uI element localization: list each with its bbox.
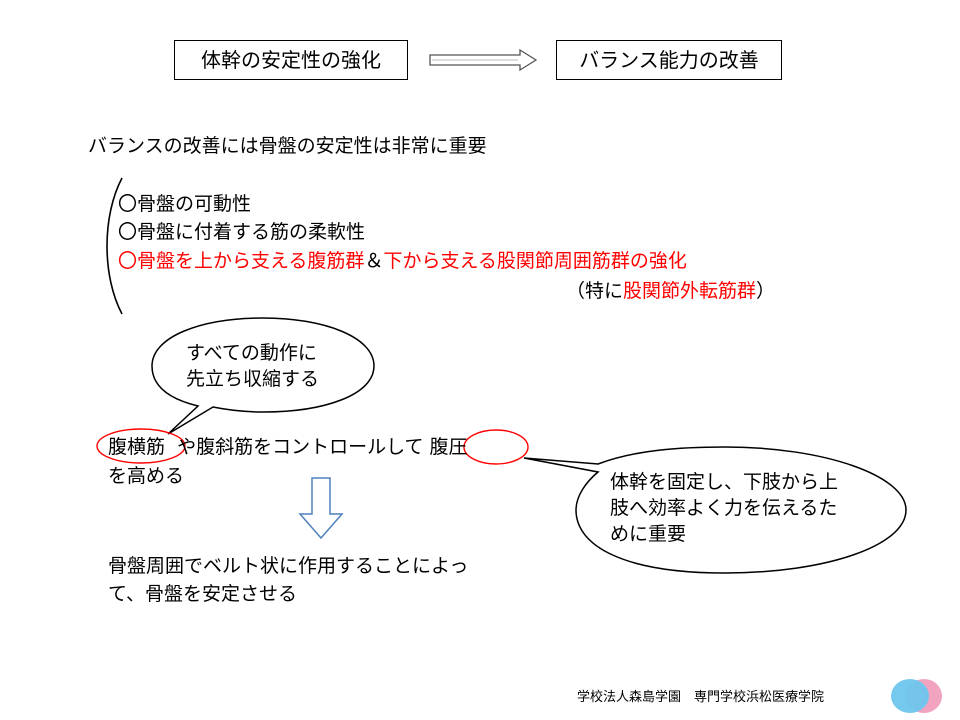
- right-bubble-text: 体幹を固定し、下肢から上 肢へ効率よく力を伝えるた めに重要: [610, 469, 838, 547]
- ampersand: ＆: [364, 250, 384, 272]
- school-logo: [891, 679, 942, 713]
- box-balance-improvement-label: バランス能力の改善: [579, 48, 759, 72]
- list-item-strengthening: 〇骨盤を上から支える腹筋群＆下から支える股関節周囲筋群の強化: [118, 247, 687, 275]
- list-item-mobility: 〇骨盤の可動性: [118, 193, 252, 215]
- left-bubble-line2: 先立ち収縮する: [186, 368, 320, 390]
- list-note: （特に股関節外転筋群）: [566, 277, 775, 305]
- right-bubble-line1: 体幹を固定し、下肢から上: [610, 471, 839, 493]
- red-circle-transversus: [96, 428, 186, 464]
- result-line1: 骨盤周囲でベルト状に作用することによっ: [108, 555, 469, 577]
- right-speech-bubble: [523, 446, 907, 574]
- list-item-flexibility: 〇骨盤に付着する筋の柔軟性: [118, 221, 366, 243]
- result-line2: て、骨盤を安定させる: [108, 583, 298, 605]
- list-note-close: ）: [756, 280, 776, 302]
- list-item-strengthening-part1: 〇骨盤を上から支える腹筋群: [118, 250, 365, 272]
- circled-word-abdominal-pressure: 腹圧: [429, 436, 468, 458]
- left-bubble-line1: すべての動作に: [186, 342, 317, 364]
- box-trunk-stability-label: 体幹の安定性の強化: [201, 48, 381, 72]
- box-balance-improvement: バランス能力の改善: [556, 40, 782, 80]
- footer-school-name: 学校法人森島学園 専門学校浜松医療学院: [577, 690, 825, 705]
- list-note-open: （特に: [566, 280, 624, 302]
- down-arrow-icon: [298, 477, 344, 540]
- list-item-strengthening-part2: 下から支える股関節周囲筋群の強化: [383, 250, 687, 272]
- list-note-highlight: 股関節外転筋群: [623, 280, 757, 302]
- left-speech-bubble: [151, 317, 375, 435]
- left-parenthesis-bracket: [106, 177, 123, 315]
- main-sentence-line1: 腹横筋 や腹斜筋をコントロールして 腹圧: [108, 433, 468, 461]
- heading: バランスの改善には骨盤の安定性は非常に重要: [88, 135, 487, 157]
- right-arrow-icon: [429, 48, 538, 72]
- right-bubble-line3: めに重要: [610, 523, 687, 545]
- right-bubble-line2: 肢へ効率よく力を伝えるた: [610, 497, 838, 519]
- box-trunk-stability: 体幹の安定性の強化: [174, 40, 408, 80]
- left-bubble-text: すべての動作に 先立ち収縮する: [186, 340, 319, 392]
- circled-word-transversus: 腹横筋: [108, 436, 166, 458]
- main-sentence-line2: を高める: [108, 465, 185, 487]
- red-circle-abdominal-pressure: [463, 429, 529, 465]
- main-sentence-middle: や腹斜筋をコントロールして: [177, 436, 424, 458]
